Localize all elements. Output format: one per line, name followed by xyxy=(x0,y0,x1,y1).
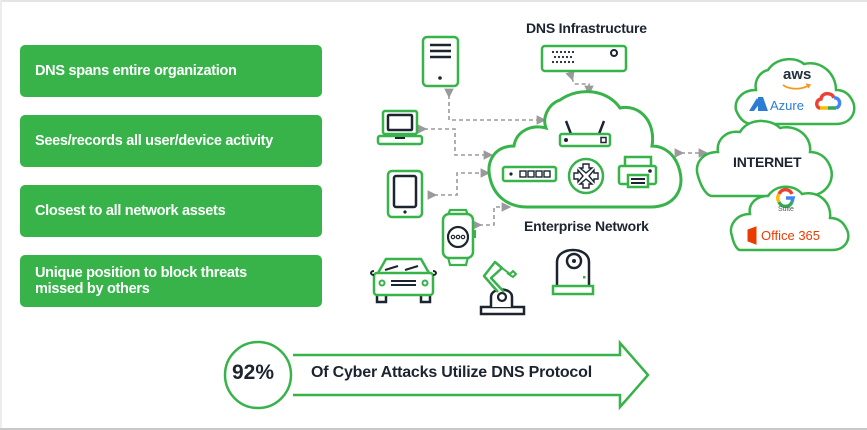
stat-value: 92% xyxy=(232,361,275,384)
benefit-label: Sees/records all user/device activity xyxy=(35,133,273,149)
connector-tablet xyxy=(427,168,491,200)
benefit-block-threats: Unique position to block threats missed … xyxy=(20,255,322,307)
smartwatch-icon xyxy=(441,208,476,267)
connector-dns xyxy=(565,70,594,96)
aws-arrow-icon xyxy=(805,83,812,89)
stat-text: Of Cyber Attacks Utilize DNS Protocol xyxy=(311,364,592,381)
frame-left-border xyxy=(0,0,2,430)
benefit-label: Closest to all network assets xyxy=(35,203,226,219)
google-cloud-logo-icon xyxy=(815,91,842,110)
google-g-logo-icon xyxy=(776,187,796,209)
aws-logo-text: aws xyxy=(783,66,812,83)
enterprise-network-label: Enterprise Network xyxy=(524,218,649,234)
benefit-label: DNS spans entire organization xyxy=(35,63,237,79)
benefit-label: Unique position to block threats missed … xyxy=(35,265,247,297)
robotic-arm-icon xyxy=(479,260,526,316)
car-icon xyxy=(370,257,437,304)
stat-arrow xyxy=(293,339,650,411)
office365-logo-text: Office 365 xyxy=(761,228,821,243)
office-logo-icon xyxy=(747,226,757,245)
azure-logo-icon xyxy=(749,97,768,111)
printer-icon xyxy=(617,155,658,189)
wireless-router-icon xyxy=(558,120,612,148)
network-switch-icon xyxy=(501,165,558,183)
tablet-icon xyxy=(386,169,424,219)
connectors xyxy=(417,70,709,230)
benefit-closest-assets: Closest to all network assets xyxy=(20,185,322,237)
server-icon xyxy=(421,35,460,88)
laptop-icon xyxy=(376,109,424,146)
benefit-spans-organization: DNS spans entire organization xyxy=(20,45,322,97)
azure-logo-text: Azure xyxy=(770,98,804,113)
frame-top-border xyxy=(0,0,867,2)
dns-infrastructure-label: DNS Infrastructure xyxy=(526,20,647,36)
internet-cloud xyxy=(695,119,833,198)
benefit-records-activity: Sees/records all user/device activity xyxy=(20,115,322,167)
connector-server xyxy=(444,88,547,125)
router-icon xyxy=(567,157,605,195)
saas-cloud xyxy=(729,185,850,252)
stat-circle xyxy=(223,340,293,410)
connector-watch xyxy=(472,202,512,230)
internet-label: INTERNET xyxy=(733,154,802,170)
dns-appliance-icon xyxy=(540,44,628,73)
frame-bottom-border xyxy=(0,428,867,430)
gsuite-logo-text: Suite xyxy=(778,206,794,213)
security-camera-icon xyxy=(551,248,595,296)
aws-smile-icon xyxy=(782,84,810,90)
connector-laptop xyxy=(417,124,494,160)
